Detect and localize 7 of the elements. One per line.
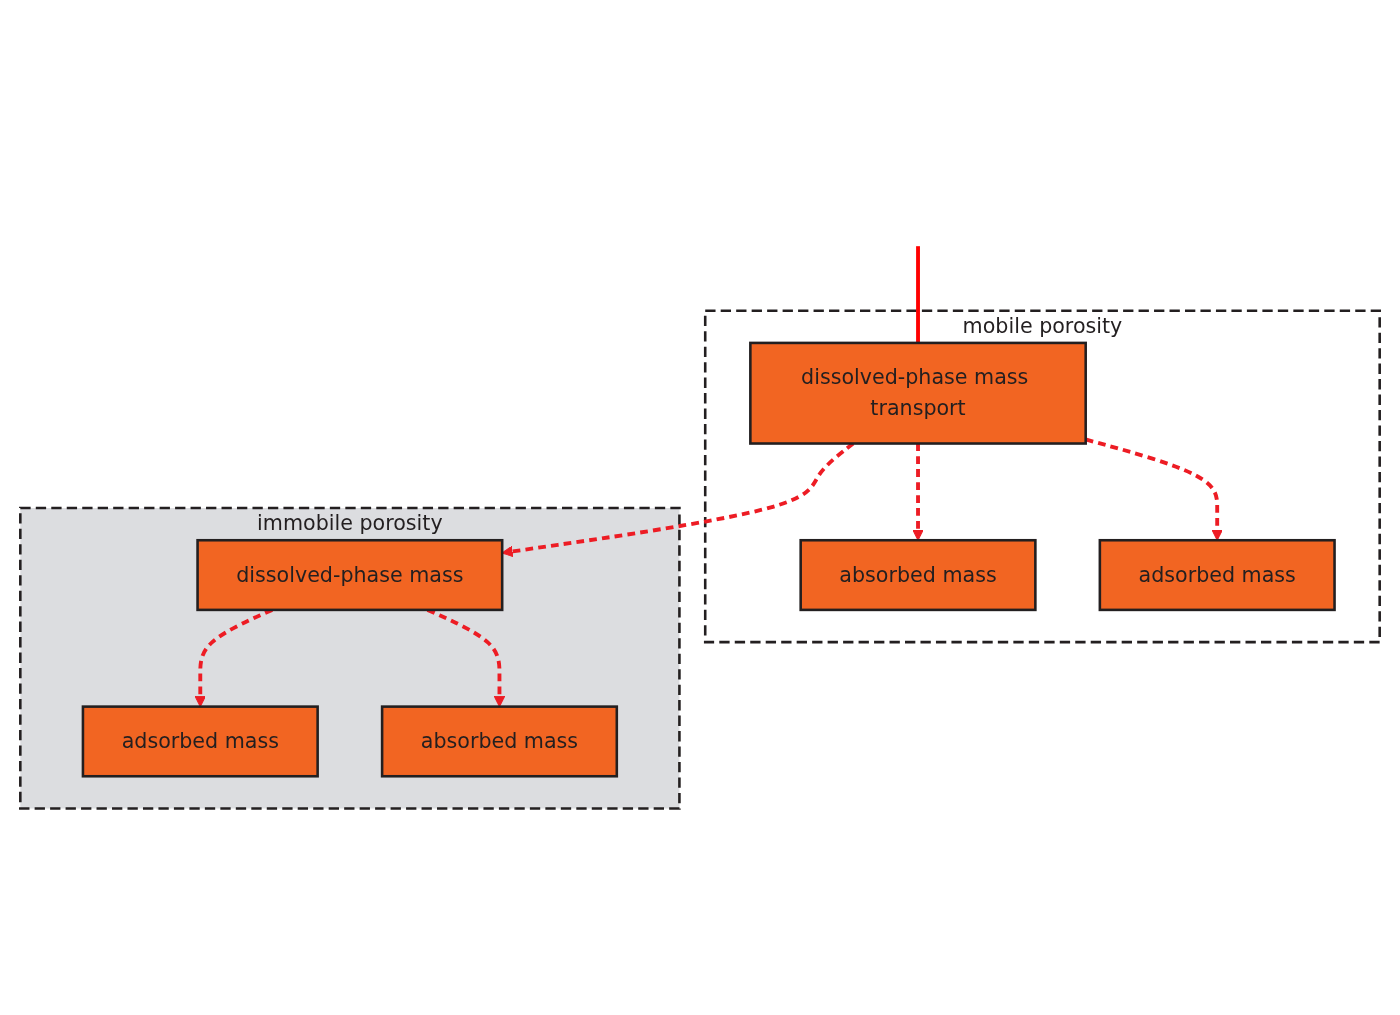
connector <box>916 245 920 343</box>
node-box: dissolved-phase mass transport <box>749 341 1087 445</box>
node-box: absorbed mass <box>380 704 619 778</box>
node-box: adsorbed mass <box>81 704 319 778</box>
node-box: absorbed mass <box>799 538 1037 611</box>
node-box: adsorbed mass <box>1098 538 1336 611</box>
node-box: dissolved-phase mass <box>196 538 504 611</box>
